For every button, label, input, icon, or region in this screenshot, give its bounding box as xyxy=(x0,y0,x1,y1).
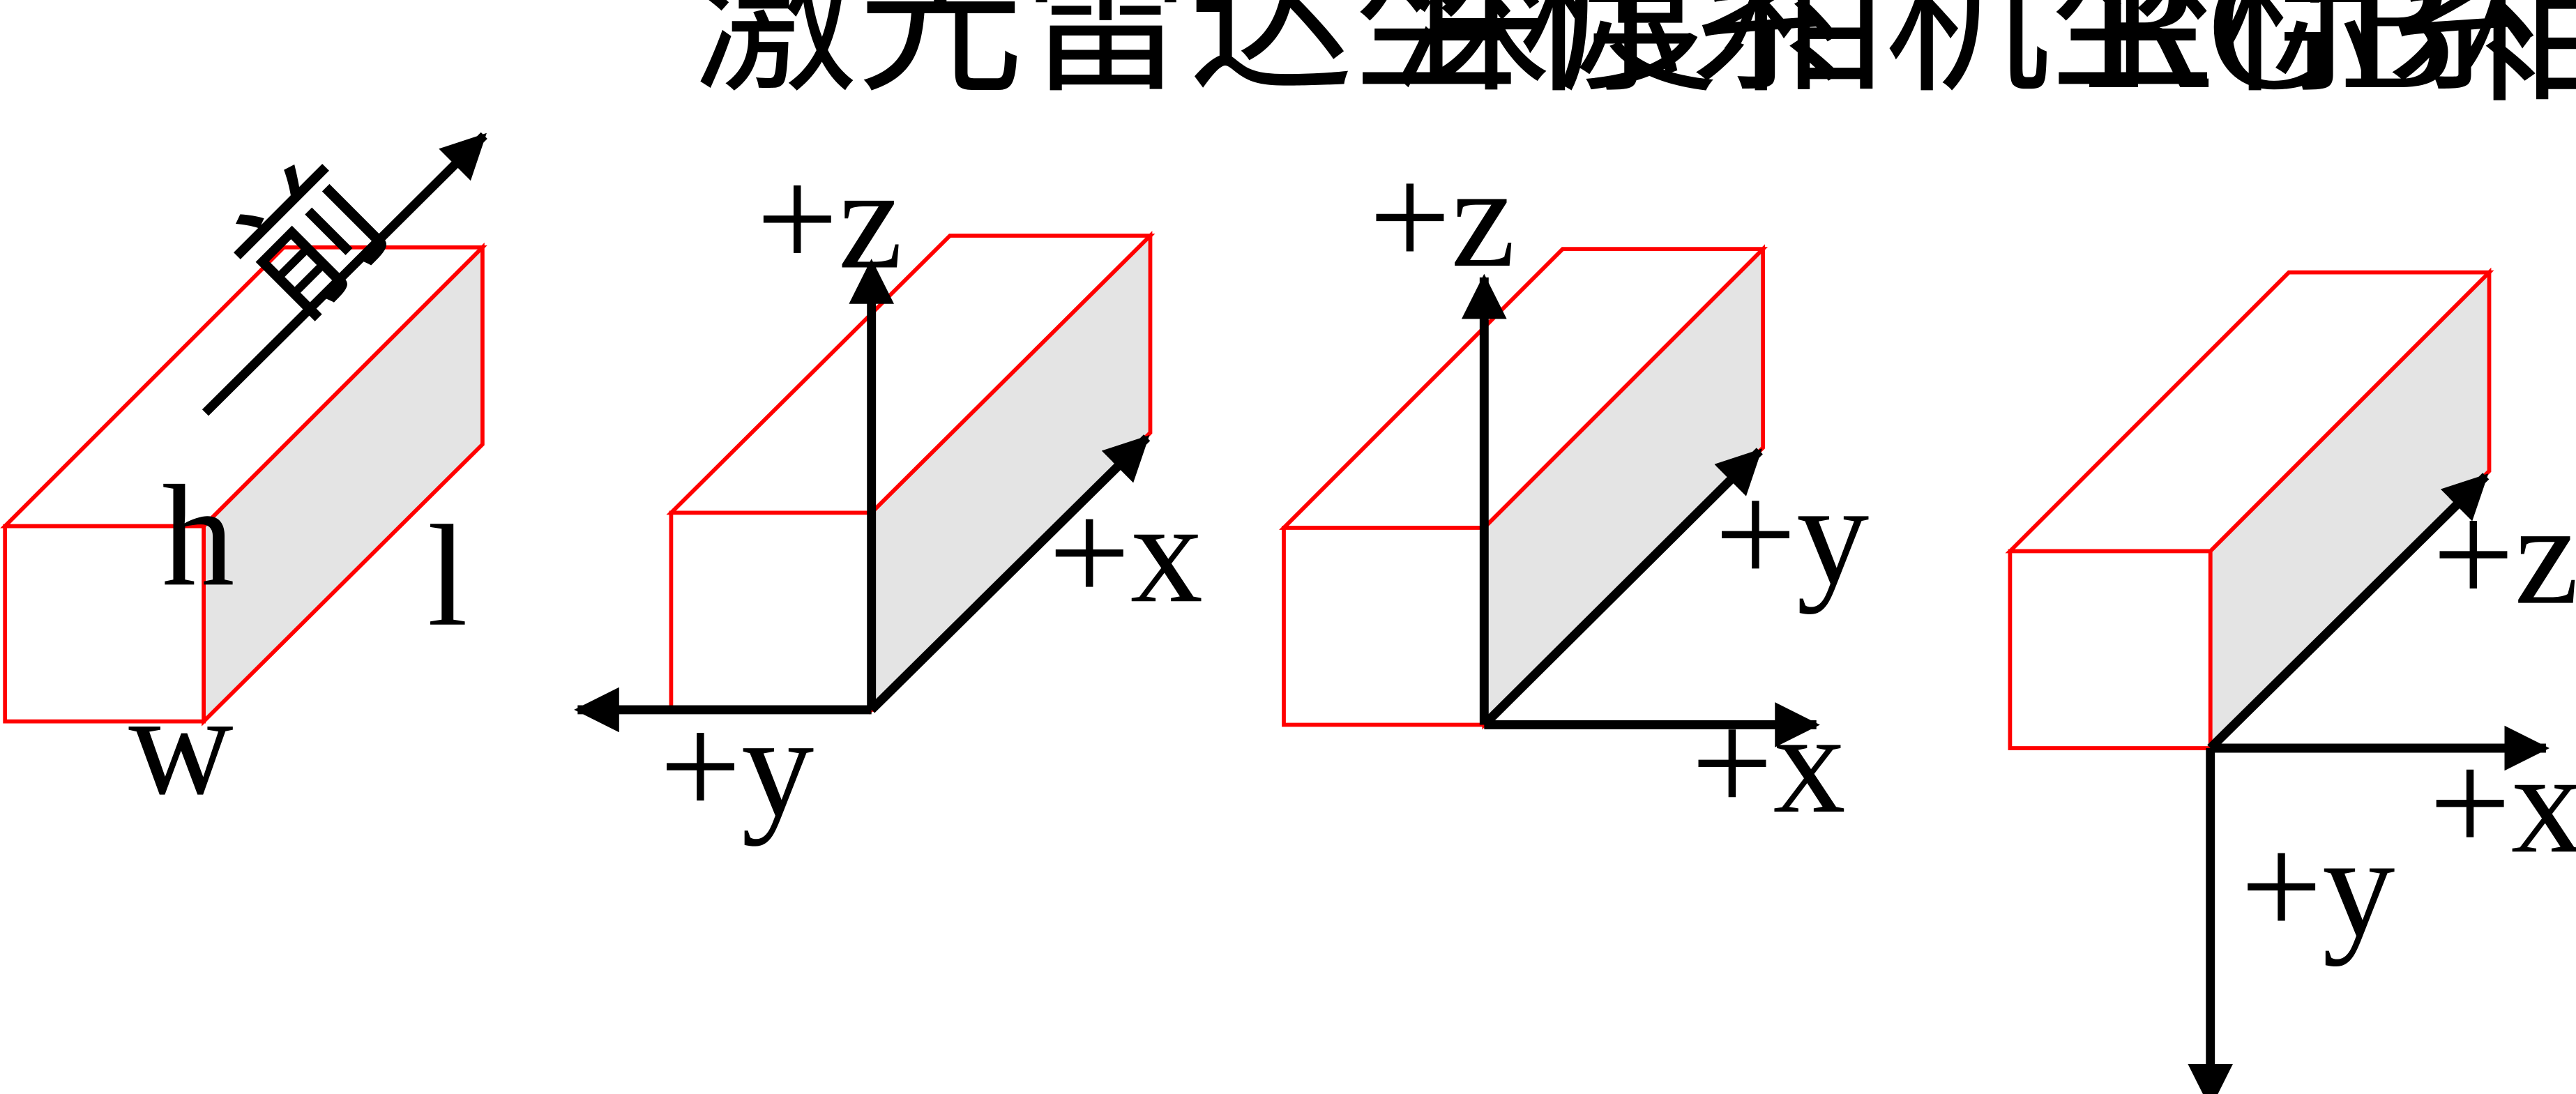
depth-frame-panel: +z +y +x xyxy=(1279,137,1870,844)
rgb-box-front-face xyxy=(2008,549,2213,750)
title-lidar-frame: 激光雷达坐标系 xyxy=(693,0,1850,116)
depth-y-label: +y xyxy=(1715,454,1870,615)
depth-y-axis xyxy=(1480,448,1763,729)
width-label: w xyxy=(128,664,233,826)
rgb-frame-panel: +z +x +y xyxy=(2005,267,2576,1094)
lidar-box-front-face xyxy=(669,510,874,712)
title-rgb-camera-frame: RGB相机坐标系 xyxy=(2080,0,2576,126)
depth-x-label: +x xyxy=(1691,683,1846,844)
height-label: h xyxy=(162,455,234,616)
rgb-z-label: +z xyxy=(2432,474,2576,635)
dimension-box-panel: 前 h l w xyxy=(0,132,487,826)
rgb-z-axis xyxy=(2207,473,2490,752)
box-front-face xyxy=(3,524,206,724)
depth-box-front-face xyxy=(1282,526,1487,727)
lidar-z-label: +z xyxy=(756,138,902,299)
lidar-frame-panel: +z +x +y xyxy=(574,138,1203,847)
lidar-y-label: +y xyxy=(660,686,815,847)
lidar-x-label: +x xyxy=(1048,472,1203,633)
title-depth-camera-frame: 深度相机坐标系 xyxy=(1389,0,2546,116)
rgb-y-label: +y xyxy=(2241,806,2395,967)
front-direction-arrow xyxy=(202,132,487,416)
depth-z-label: +z xyxy=(1369,137,1515,298)
lidar-x-axis xyxy=(868,434,1151,713)
length-label: l xyxy=(427,496,468,657)
rgb-x-label: +x xyxy=(2429,722,2576,883)
